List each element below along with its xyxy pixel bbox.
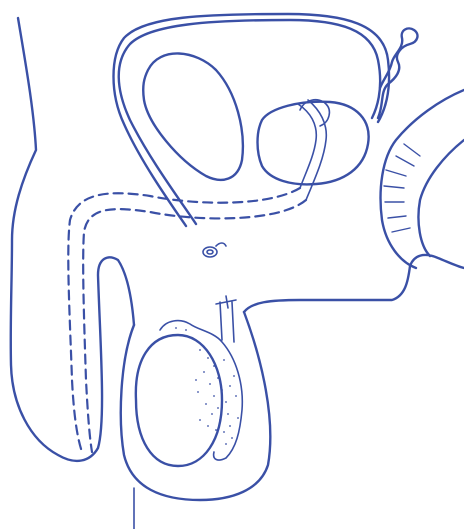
vas-deferens-inner [114, 14, 390, 226]
rectum-inner [418, 140, 464, 256]
seminal-vesicle [378, 28, 417, 118]
utricle-ring [203, 243, 226, 257]
epididymis [160, 321, 242, 460]
perineum-line [244, 255, 464, 312]
bladder [143, 53, 243, 179]
spermatic-cord [220, 302, 234, 342]
rectum-folds [384, 144, 420, 232]
vas-deferens-outer [119, 20, 380, 224]
epididymis-stipple [175, 327, 239, 445]
ejaculatory-duct [298, 104, 316, 188]
testis [136, 335, 222, 466]
body-outline [11, 18, 134, 461]
prostate [258, 102, 369, 185]
